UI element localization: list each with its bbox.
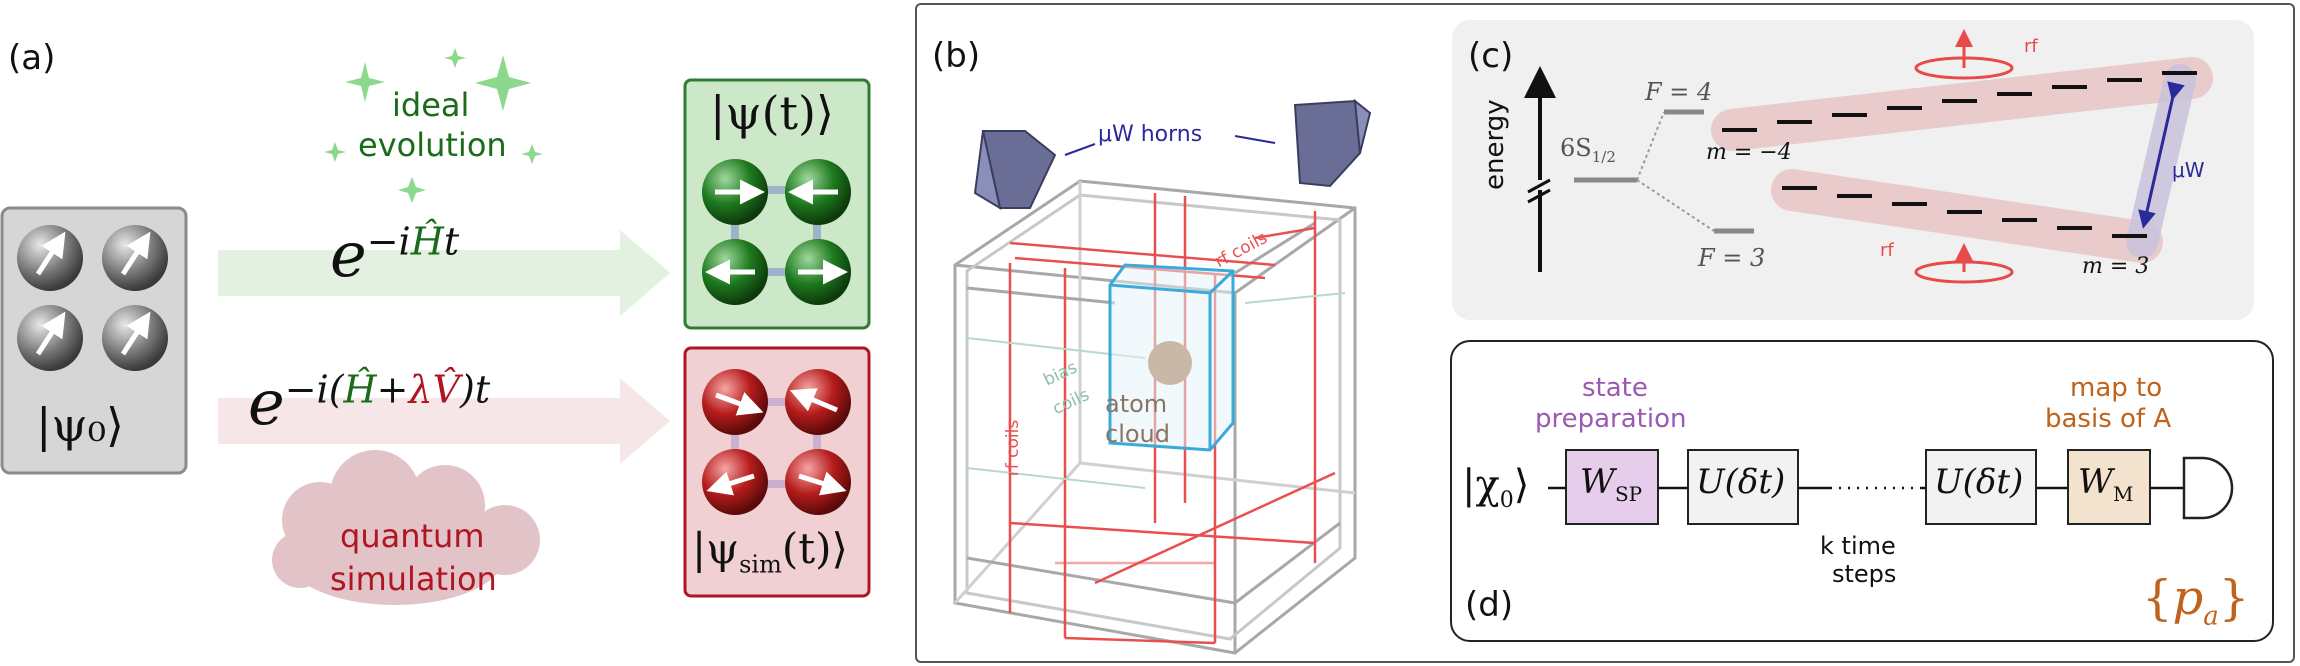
ideal-state-label: |ψ(t)⟩	[710, 86, 834, 140]
quantum-simulation-label-2: simulation	[330, 560, 497, 598]
state-prep-label-2: preparation	[1535, 404, 1687, 434]
u-gate-2	[1925, 449, 2037, 525]
panel-b-frame	[915, 3, 2295, 663]
outcome-label: {pa}	[2142, 570, 2250, 632]
wm-label: WM	[2078, 462, 2134, 506]
microwave-horn-left-icon	[973, 130, 1057, 211]
u-gate-2-label: U(δt)	[1934, 462, 2024, 502]
map-label-2: basis of A	[2045, 404, 2172, 434]
ideal-operator: e−iĤt	[330, 218, 460, 291]
sparkle-icons	[324, 48, 543, 203]
f4-label: F = 4	[1645, 78, 1713, 106]
panel-b-label: (b)	[932, 36, 981, 76]
microwave-horn-right-icon	[1293, 98, 1372, 188]
rf-bottom-label: rf	[1880, 240, 1894, 261]
uw-horns-label: μW horns	[1098, 122, 1203, 147]
steps-label-1: k time	[1820, 532, 1896, 560]
f3-label: F = 3	[1698, 244, 1766, 272]
measurement-icon	[2182, 456, 2234, 520]
f4-sublevels	[1722, 71, 2197, 132]
panel-b-apparatus	[953, 98, 1372, 655]
rf-rotation-top-icon	[1914, 29, 2014, 80]
input-state-label: |χ0⟩	[1462, 462, 1530, 513]
wsp-gate	[1565, 449, 1659, 525]
initial-spins	[17, 225, 168, 371]
steps-label-2: steps	[1832, 560, 1897, 588]
quantum-simulation-label-1: quantum	[340, 517, 485, 555]
sim-operator: e−i(Ĥ+λV̂)t	[248, 366, 491, 439]
panel-a-diagram	[0, 48, 871, 605]
wsp-label: WSP	[1580, 462, 1643, 506]
uw-label: μW	[2172, 158, 2205, 182]
ideal-evolution-label-2: evolution	[358, 126, 507, 164]
panel-d-label: (d)	[1465, 585, 1514, 625]
ground-state-label: 6S1/2	[1560, 134, 1616, 166]
rf-top-label: rf	[2024, 36, 2038, 57]
rf-rotation-bottom-icon	[1914, 243, 2014, 284]
initial-state-label: |ψ₀⟩	[36, 398, 124, 452]
f3-sublevels	[1782, 186, 2147, 238]
m-minus4-label: m = −4	[1706, 140, 1792, 165]
map-label-1: map to	[2070, 373, 2163, 403]
cloud-icon	[272, 450, 540, 605]
panel-c-label: (c)	[1468, 36, 1514, 76]
ideal-evolution-label-1: ideal	[392, 86, 470, 124]
ideal-spins	[702, 159, 851, 305]
rf-coils-left-label: rf coils	[1003, 419, 1024, 477]
atom-cloud-icon	[1148, 341, 1192, 385]
coil-frame	[953, 179, 1357, 655]
panel-d-circuit	[1548, 449, 2234, 525]
atom-cloud-label-2: cloud	[1105, 420, 1170, 448]
ideal-arrow	[218, 230, 670, 316]
sim-spins	[702, 369, 851, 515]
panel-c-level-diagram	[1524, 29, 2213, 284]
panel-a-label: (a)	[8, 38, 56, 78]
energy-axis-label: energy	[1480, 99, 1510, 190]
u-gate-1	[1687, 449, 1799, 525]
m-3-label: m = 3	[2082, 254, 2150, 279]
sim-arrow	[218, 378, 670, 464]
wm-gate	[2067, 449, 2151, 525]
atom-cloud-label-1: atom	[1105, 390, 1168, 418]
u-gate-1-label: U(δt)	[1696, 462, 1786, 502]
state-prep-label-1: state	[1582, 373, 1648, 403]
sim-state-label: |ψsim(t)⟩	[692, 524, 848, 579]
